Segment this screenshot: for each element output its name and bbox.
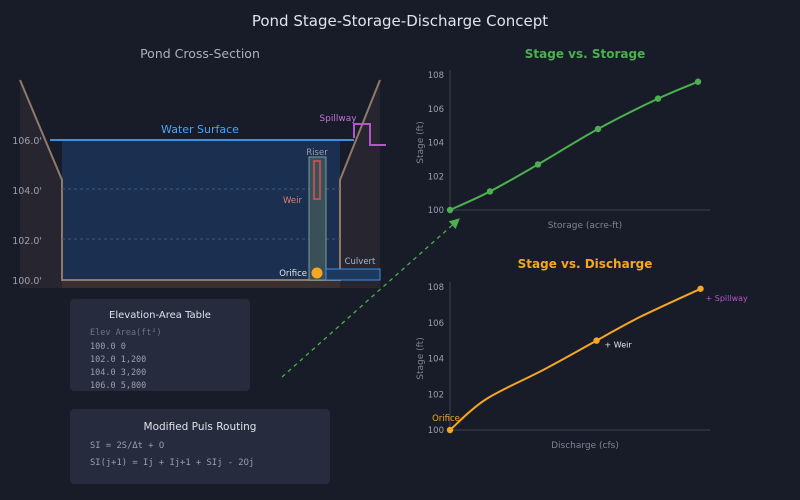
data-annotation: + Spillway (706, 294, 749, 303)
y-axis-label: Stage (ft) (416, 337, 426, 379)
culvert-label: Culvert (345, 257, 376, 267)
elev-area-row: 106.0 5,800 (90, 381, 146, 391)
spillway-label: Spillway (319, 114, 357, 124)
data-point (534, 161, 542, 168)
elev-label-102: 102.0' (12, 236, 42, 247)
left-bank (20, 80, 62, 288)
y-tick-label: 104 (428, 139, 444, 149)
data-point (593, 337, 600, 344)
chart-title: Stage vs. Storage (525, 47, 645, 61)
riser-structure (308, 156, 327, 281)
data-point (594, 125, 602, 133)
riser-label: Riser (306, 148, 328, 158)
routing-title: Modified Puls Routing (144, 421, 257, 433)
y-tick-label: 106 (428, 319, 444, 329)
stage-discharge-chart: Stage vs. Discharge 100 102 104 106 108Discha… (416, 257, 748, 451)
y-tick-label: 106 (428, 105, 444, 115)
routing-equation-2: SI(j+1) = Ij + Ij+1 + SIj - 2Oj (90, 458, 254, 468)
y-tick-label: 102 (428, 390, 444, 400)
data-point (694, 78, 702, 85)
y-tick-label: 104 (428, 355, 444, 365)
y-axis-label: Stage (ft) (416, 121, 426, 163)
pond-floor-band (62, 279, 340, 288)
elev-area-table-title: Elevation-Area Table (109, 310, 211, 321)
chart-title: Stage vs. Discharge (518, 257, 653, 271)
culvert-pipe (325, 268, 381, 281)
main-title: Pond Stage-Storage-Discharge Concept (252, 12, 548, 30)
routing-equation-1: SI = 2S/Δt + O (90, 441, 164, 451)
elev-area-row: 104.0 3,200 (90, 368, 146, 378)
x-axis-label: Storage (acre-ft) (548, 221, 622, 231)
data-point (446, 426, 454, 434)
weir-label: Weir (283, 196, 302, 206)
data-point (486, 188, 494, 195)
elev-area-row: 100.0 0 (90, 342, 126, 352)
data-point (654, 95, 662, 102)
stage-storage-chart: Stage vs. Storage 100 102 104 106 108Storage … (416, 47, 710, 231)
elev-label-106: 106.0' (12, 136, 42, 147)
data-annotation: Orifice (432, 414, 460, 424)
series-line (449, 287, 701, 431)
elev-area-row: 102.0 1,200 (90, 355, 146, 365)
water-body (62, 140, 340, 279)
y-tick-label: 108 (428, 71, 444, 81)
pond-outline (19, 79, 381, 281)
elev-label-104: 104.0' (12, 186, 42, 197)
data-point (697, 285, 704, 292)
routing-panel (70, 409, 330, 484)
x-axis-label: Discharge (cfs) (551, 441, 619, 451)
data-point (446, 206, 454, 214)
elev-area-table-panel (70, 299, 250, 391)
weir-opening (313, 160, 321, 200)
pond-cross-section (19, 79, 381, 288)
elev-area-table-header: Elev Area(ft²) (90, 328, 162, 338)
y-tick-label: 100 (428, 206, 444, 216)
spillway-shape (353, 123, 386, 146)
cross-section-title: Pond Cross-Section (140, 46, 260, 61)
orifice-marker (311, 267, 323, 279)
data-annotation: + Weir (605, 341, 633, 350)
y-tick-label: 102 (428, 172, 444, 182)
orifice-label: Orifice (279, 269, 307, 279)
water-surface-label: Water Surface (161, 123, 239, 136)
y-tick-label: 100 (428, 426, 444, 436)
y-tick-label: 108 (428, 283, 444, 293)
elev-label-100: 100.0' (12, 276, 42, 287)
